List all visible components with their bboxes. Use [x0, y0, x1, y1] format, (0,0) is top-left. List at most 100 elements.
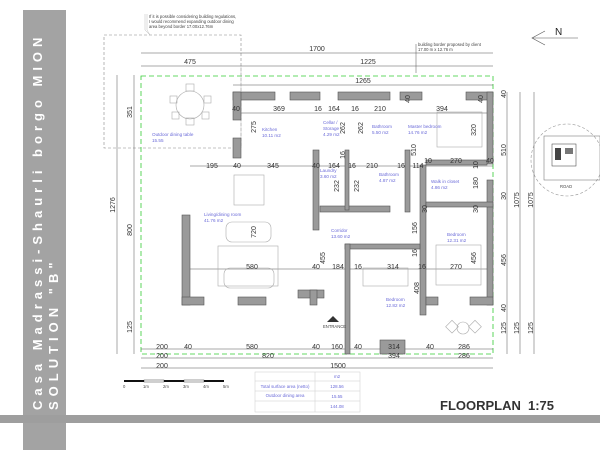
room-area: 4.87 m2 — [379, 178, 396, 183]
drawing-title: FLOORPLAN — [440, 398, 521, 413]
dim-label: 40 — [405, 95, 412, 103]
dim-label: 475 — [184, 59, 196, 66]
room-area: 14.76 m2 — [408, 130, 428, 135]
room-name: Cellar / — [323, 120, 338, 125]
scale-label: 1m — [143, 384, 149, 389]
dim-label: 195 — [206, 163, 218, 170]
project-title: Casa Madrassi-Shaurli borgo MION — [30, 33, 45, 410]
room-area: 3.60 m2 — [320, 174, 337, 179]
dim-label: 456 — [471, 252, 478, 264]
outdoor-note: I would recommend expanding outdoor dini… — [149, 19, 234, 24]
dim-label: 210 — [366, 163, 378, 170]
dim-label: 125 — [501, 322, 508, 334]
scale-label: 0 — [123, 384, 126, 389]
room-name: Living/dining room — [204, 212, 241, 217]
dim-label: 314 — [387, 264, 399, 271]
dim-label: 40 — [486, 158, 494, 165]
room-name: Storage — [323, 126, 340, 131]
dim-label: 10 — [424, 158, 432, 165]
dim-label: 351 — [127, 106, 134, 118]
border-note: building border proposed by client — [418, 42, 482, 47]
dim-label: 820 — [262, 353, 274, 360]
room-name: Bedroom — [447, 232, 466, 237]
area-table: m2 Total surface area (netto) 128.56 Out… — [254, 371, 361, 413]
room-area: 13.60 m2 — [331, 234, 351, 239]
dim-label: 16 — [351, 106, 359, 113]
room-area: 10.11 m2 — [262, 133, 281, 138]
dim-label: 1500 — [330, 363, 346, 370]
table-cell: 144.08 — [330, 404, 344, 409]
dim-label: 16 — [397, 163, 405, 170]
dim-label: 180 — [473, 177, 480, 189]
dim-label: 40 — [501, 90, 508, 98]
dim-label: 320 — [471, 124, 478, 136]
room-name: Corridor — [331, 228, 348, 233]
dim-label: 369 — [273, 106, 285, 113]
dim-label: 262 — [358, 122, 365, 134]
dim-label: 270 — [450, 264, 462, 271]
room-labels: Outdoor dining table 15.55 Kitchen 10.11… — [152, 120, 467, 308]
site-inset: ROAD — [530, 123, 600, 197]
outdoor-note: area beyond border 17.00x12.76m — [149, 24, 214, 29]
dim-label: 510 — [411, 144, 418, 156]
dim-label: 800 — [127, 224, 134, 236]
dim-label: 30 — [473, 205, 480, 213]
dim-label: 1700 — [309, 46, 325, 53]
room-name: Outdoor dining table — [152, 132, 194, 137]
room-name: Walk in closet — [431, 179, 460, 184]
dim-label: 286 — [458, 344, 470, 351]
scale-label: 2m — [163, 384, 169, 389]
north-arrow-icon — [531, 30, 578, 46]
dim-label: 40 — [312, 163, 320, 170]
dim-label: 1225 — [360, 59, 376, 66]
table-cell: Total surface area (netto) — [261, 384, 310, 389]
dim-label: 345 — [267, 163, 279, 170]
dim-label: 210 — [374, 106, 386, 113]
footer-bar — [0, 415, 600, 423]
dim-label: 16 — [412, 249, 419, 257]
dim-label: 275 — [251, 121, 258, 133]
room-name: Laundry — [320, 168, 337, 173]
dim-label: 16 — [354, 264, 362, 271]
north-label: N — [555, 27, 562, 38]
furniture — [169, 83, 483, 335]
dim-label: 40 — [354, 344, 362, 351]
dim-label: 510 — [501, 144, 508, 156]
road-label: ROAD — [560, 184, 572, 189]
room-name: Master bedroom — [408, 124, 442, 129]
dim-label: 40 — [312, 264, 320, 271]
room-name: Kitchen — [262, 127, 278, 132]
dimension-lines — [116, 52, 535, 369]
dim-label: 1276 — [110, 197, 117, 213]
dim-label: 1075 — [528, 192, 535, 208]
border-note: 17.00 m x 12.76 m — [418, 47, 453, 52]
dim-label: 232 — [334, 180, 341, 192]
dim-label: 408 — [414, 282, 421, 294]
dim-label: 114 — [412, 163, 423, 170]
room-area: 41.76 m2 — [204, 218, 224, 223]
dim-label: 580 — [246, 344, 258, 351]
dim-label: 160 — [331, 344, 343, 351]
dim-label: 40 — [232, 106, 240, 113]
dim-label: 125 — [514, 322, 521, 334]
dim-label: 455 — [320, 252, 327, 264]
drawing-scale: 1:75 — [528, 398, 554, 413]
note-callout — [144, 14, 151, 36]
dim-label: 200 — [156, 344, 168, 351]
scale-bar: 0 1m 2m 3m 4m 5m — [123, 379, 229, 389]
room-area: 15.55 — [152, 138, 164, 143]
room-area: 12.31 m2 — [447, 238, 467, 243]
dim-label: 125 — [127, 321, 134, 333]
solution-title: SOLUTION "B" — [46, 258, 61, 411]
table-cell: 15.55 — [332, 394, 344, 399]
dim-label: 314 — [388, 344, 400, 351]
room-name: Bedroom — [386, 297, 405, 302]
table-cell: Outdoor dining area — [266, 393, 305, 398]
dim-label: 200 — [156, 353, 168, 360]
scale-label: 3m — [183, 384, 189, 389]
table-cell: 128.56 — [330, 384, 344, 389]
dim-label: 720 — [251, 226, 258, 238]
entrance-label: ENTRANCE — [323, 324, 346, 329]
dim-label: 16 — [348, 163, 356, 170]
room-name: Bathroom — [379, 172, 399, 177]
